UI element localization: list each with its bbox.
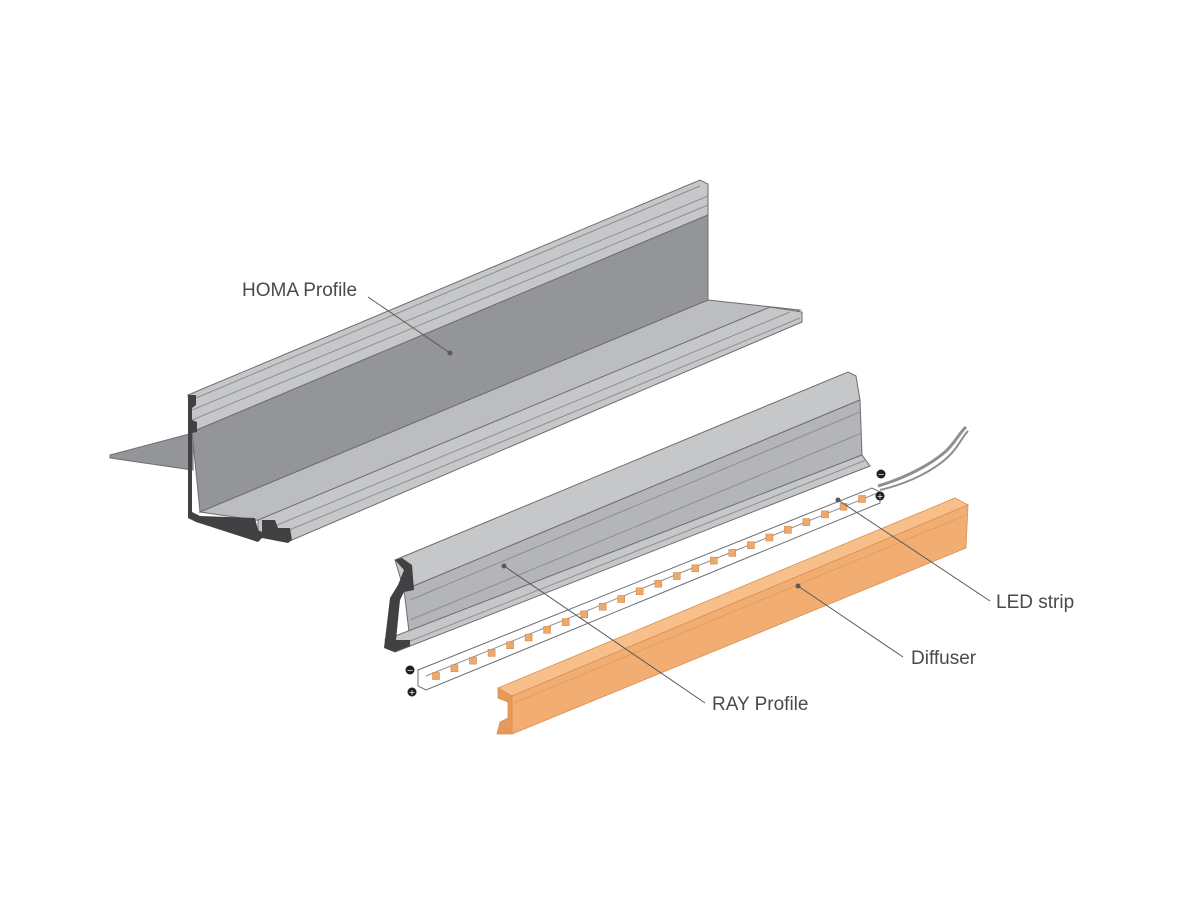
- led-strip-cable: [877, 425, 968, 488]
- label-ray-profile: RAY Profile: [712, 694, 808, 715]
- led-chip: [821, 510, 829, 519]
- positive-symbol-left: +: [409, 688, 416, 697]
- led-strip: − + − +: [405, 425, 969, 697]
- positive-terminal-icon: [875, 491, 885, 501]
- led-chip: [691, 564, 700, 573]
- leader-line: [837, 499, 991, 602]
- led-chip: [654, 579, 663, 588]
- leader-dot: [501, 563, 507, 569]
- positive-symbol-right: +: [877, 492, 884, 501]
- led-chip: [747, 541, 755, 549]
- label-diffuser: Diffuser: [911, 648, 977, 669]
- led-chip: [487, 649, 496, 657]
- diffuser-end-face: [496, 687, 513, 735]
- leader-dot: [447, 350, 453, 356]
- led-chip: [506, 641, 514, 649]
- strip-end-polarity-right: − +: [875, 469, 886, 501]
- homa-profile: [109, 179, 803, 543]
- negative-terminal-icon: [405, 665, 415, 675]
- callout-led-strip: LED strip: [835, 497, 1074, 613]
- led-chip: [580, 610, 588, 619]
- led-chip: [469, 656, 477, 665]
- led-chip: [673, 572, 681, 580]
- leader-line: [367, 296, 451, 354]
- led-chip: [543, 626, 551, 634]
- leader-dot: [835, 497, 841, 503]
- leader-line: [503, 565, 706, 704]
- negative-symbol-left: −: [407, 666, 414, 675]
- leader-line: [797, 585, 904, 658]
- ray-cross-section: [384, 558, 414, 652]
- led-chip: [710, 556, 718, 565]
- ray-profile: [384, 371, 871, 653]
- positive-terminal-icon: [407, 687, 417, 697]
- strip-end-polarity-left: − +: [405, 665, 417, 697]
- label-led-strip: LED strip: [996, 592, 1074, 613]
- callout-diffuser: Diffuser: [795, 583, 977, 669]
- led-chip: [617, 595, 625, 603]
- leader-dot: [795, 583, 801, 589]
- led-chip: [728, 549, 737, 557]
- homa-left-flange: [109, 432, 194, 471]
- led-chips: [432, 495, 866, 680]
- homa-cross-section: [188, 395, 292, 543]
- led-chip: [858, 495, 866, 503]
- led-chip: [784, 526, 792, 534]
- negative-symbol-right: −: [878, 470, 885, 479]
- led-chip: [561, 618, 570, 626]
- label-homa-profile: HOMA Profile: [242, 280, 357, 301]
- diffuser: [496, 497, 969, 735]
- led-chip: [524, 633, 533, 642]
- negative-terminal-icon: [876, 469, 886, 479]
- led-chip: [432, 672, 440, 680]
- led-chip: [802, 518, 811, 526]
- callout-homa-profile: HOMA Profile: [242, 280, 453, 356]
- callout-ray-profile: RAY Profile: [501, 563, 808, 715]
- led-chip: [635, 587, 644, 596]
- led-chip: [598, 602, 607, 611]
- led-chip: [765, 533, 774, 542]
- led-chip: [450, 664, 459, 673]
